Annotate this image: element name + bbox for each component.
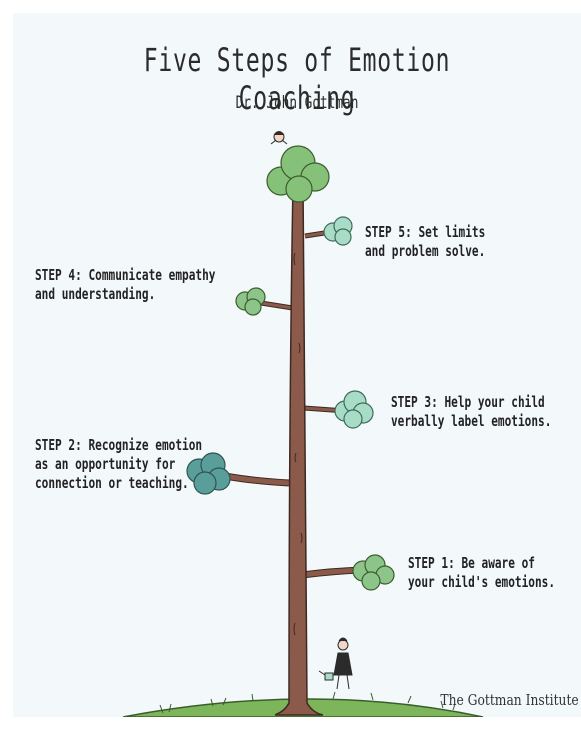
tree-illustration <box>122 131 484 717</box>
step-5-line-2: and problem solve. <box>365 242 486 260</box>
leaf-top <box>266 145 330 203</box>
child-figure <box>270 131 288 145</box>
step-4-line-2: and understanding. <box>35 285 156 303</box>
step-1-line-1: STEP 1: Be aware of <box>408 554 535 572</box>
author-subtitle: Dr. John Gottman <box>235 93 359 113</box>
gottman-institute-credit: The Gottman Institute <box>440 691 579 709</box>
step-4-line-1: STEP 4: Communicate empathy <box>35 266 216 284</box>
leaf-step2 <box>186 452 231 495</box>
step-2-line-2: as an opportunity for <box>35 455 176 473</box>
step-2-line-1: STEP 2: Recognize emotion <box>35 436 203 454</box>
step-3-label: STEP 3: Help your child verbally label e… <box>391 393 551 431</box>
leaf-step4 <box>235 287 266 316</box>
step-1-line-2: your child's emotions. <box>408 573 556 591</box>
step-5-label: STEP 5: Set limits and problem solve. <box>365 223 485 261</box>
step-2-label: STEP 2: Recognize emotion as an opportun… <box>35 436 202 493</box>
main-title: Five Steps of Emotion Coaching <box>143 41 451 117</box>
grass-blades <box>159 691 456 714</box>
infographic-canvas: Five Steps of Emotion Coaching Dr. John … <box>13 13 581 717</box>
step-4-label: STEP 4: Communicate empathy and understa… <box>35 266 215 304</box>
leaf-step5 <box>323 216 353 246</box>
trunk-bark-marks <box>293 252 303 636</box>
step-1-label: STEP 1: Be aware of your child's emotion… <box>408 554 555 592</box>
step-3-line-2: verbally label emotions. <box>391 412 552 430</box>
step-3-line-1: STEP 3: Help your child <box>391 393 545 411</box>
gardener-figure <box>318 637 353 690</box>
tree-trunk <box>274 182 324 716</box>
leaf-step1 <box>352 554 395 591</box>
step-2-line-3: connection or teaching. <box>35 474 189 492</box>
step-5-line-1: STEP 5: Set limits <box>365 223 486 241</box>
leaf-step3 <box>334 390 374 429</box>
